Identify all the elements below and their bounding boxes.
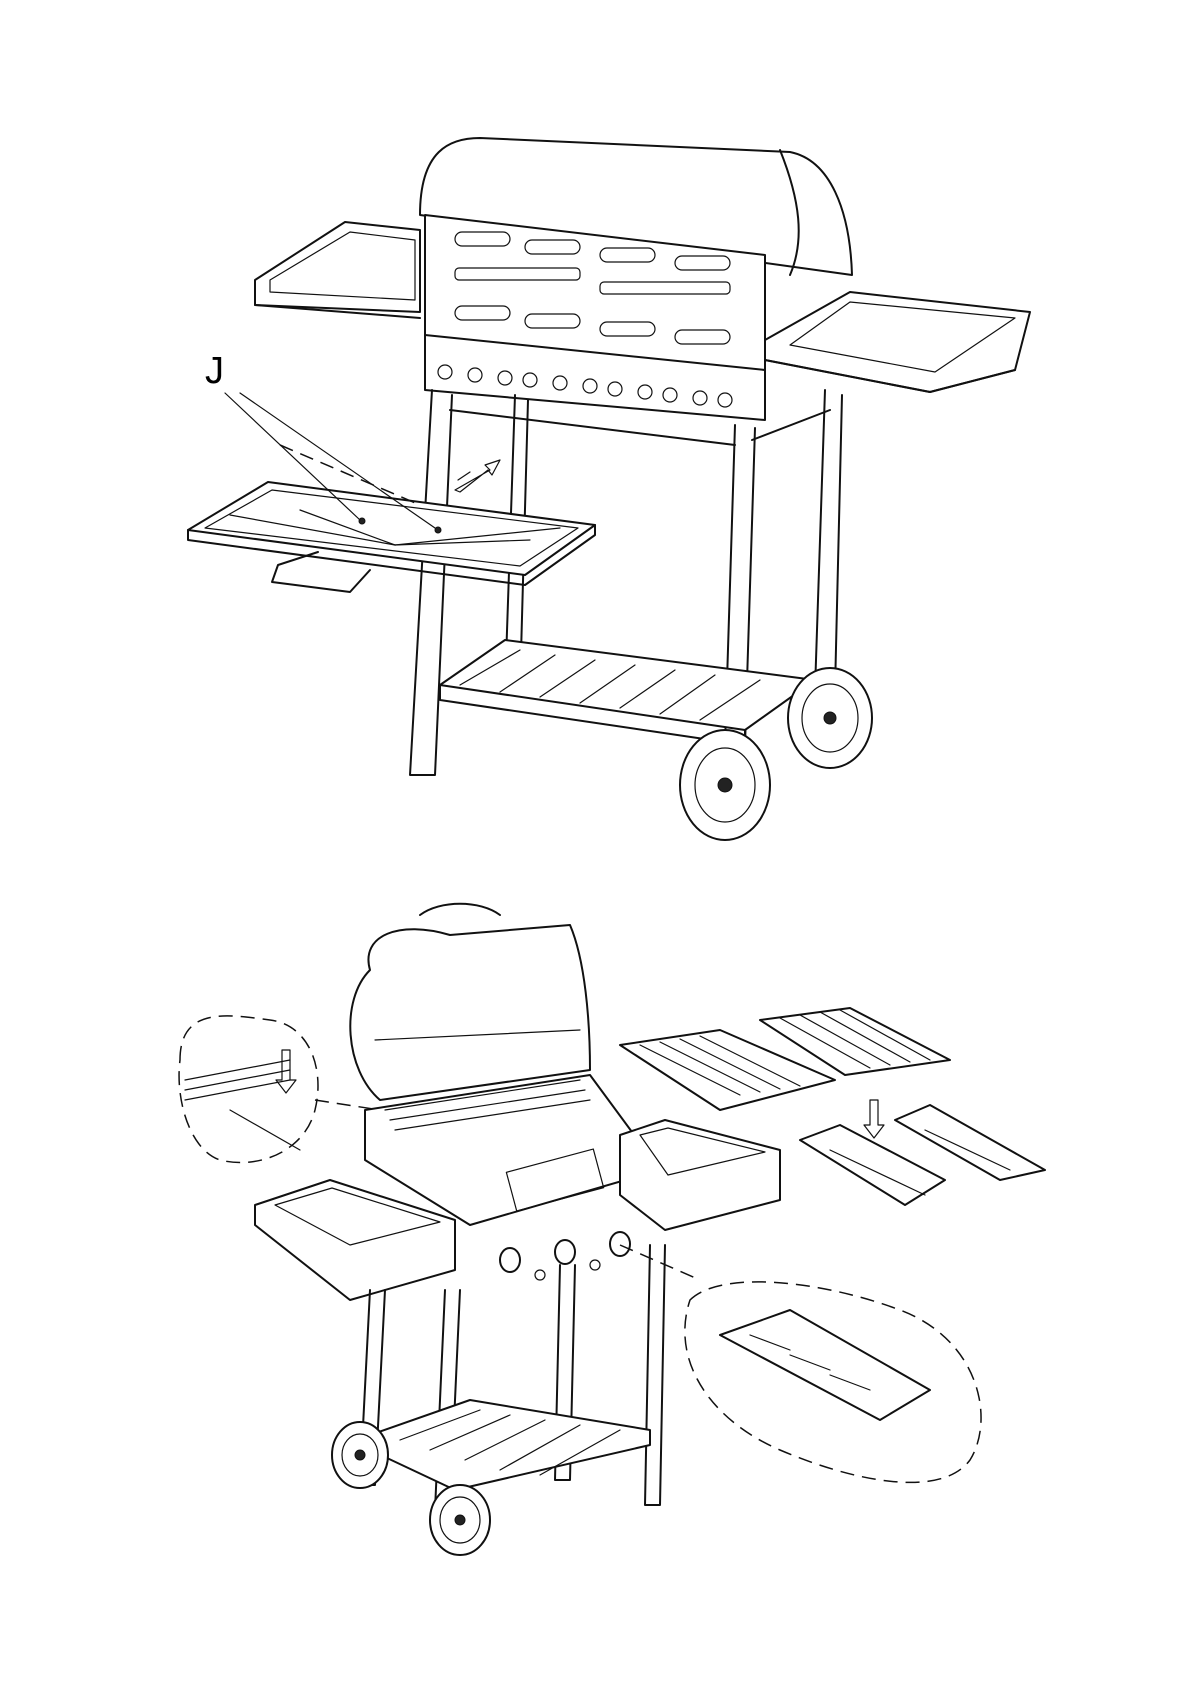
right-side-shelf: [765, 292, 1030, 392]
wheel-back: [788, 668, 872, 768]
cart-frame: [410, 390, 842, 775]
left-side-shelf: [255, 222, 420, 318]
wheel-left: [332, 1422, 388, 1488]
part-label-j: J: [205, 350, 224, 393]
down-arrow-detail: [276, 1050, 296, 1093]
bottom-shelf: [440, 640, 815, 745]
insert-arrow: [455, 460, 500, 492]
flame-tamers: [800, 1105, 1045, 1205]
cart-frame-bottom: [360, 1245, 665, 1510]
top-assembly-diagram: [0, 0, 1191, 850]
wheel-front: [680, 730, 770, 840]
detail-circle-right: [620, 1245, 981, 1482]
left-side-shelf-bottom: [255, 1180, 455, 1300]
fire-box: [365, 1075, 660, 1280]
open-lid: [350, 904, 590, 1100]
detail-circle-left: [179, 1016, 380, 1163]
down-arrow-grids: [864, 1100, 884, 1138]
wheel-front-bottom: [430, 1485, 490, 1555]
right-side-shelf-bottom: [620, 1120, 780, 1230]
cooking-grids: [620, 1008, 950, 1110]
